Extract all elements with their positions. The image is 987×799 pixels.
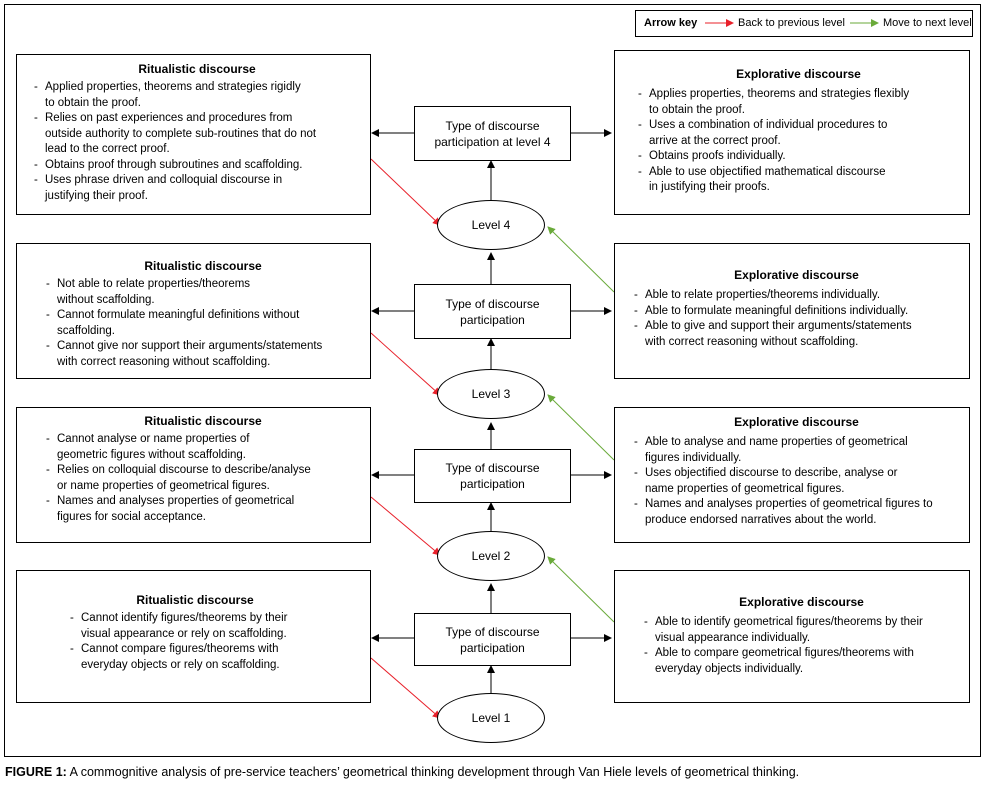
ritualistic-title: Ritualistic discourse [144,414,262,428]
ritualistic-items: Applied properties, theorems and strateg… [34,80,360,204]
figure-frame [4,4,981,757]
list-item: Uses objectified discourse to describe, … [634,466,959,497]
list-item: Able to relate properties/theorems indiv… [634,288,959,304]
explorative-items: Able to relate properties/theorems indiv… [634,288,959,350]
explorative-title: Explorative discourse [736,67,861,81]
explorative-title: Explorative discourse [734,268,859,282]
list-item: Relies on colloquial discourse to descri… [46,463,360,494]
list-item: Able to identify geometrical figures/the… [644,615,959,646]
explorative-items: Able to analyse and name properties of g… [634,435,959,528]
list-item: Applied properties, theorems and strateg… [34,80,360,111]
list-item: Obtains proof through subroutines and sc… [34,158,360,174]
list-item: Cannot give nor support their arguments/… [46,339,360,370]
list-item: Able to compare geometrical figures/theo… [644,646,959,677]
ritualistic-box-level-1: Ritualistic discourse Cannot identify fi… [16,570,371,703]
explorative-box-level-1: Explorative discourse Able to identify g… [614,570,970,703]
list-item: Uses a combination of individual procedu… [638,118,959,149]
caption-text: A commognitive analysis of pre-service t… [69,765,800,779]
arrow-key-next-label: Move to next level [883,17,972,29]
list-item: Cannot formulate meaningful definitions … [46,308,360,339]
explorative-title: Explorative discourse [739,595,864,609]
ritualistic-items: Not able to relate properties/theoremswi… [46,277,360,370]
list-item: Able to use objectified mathematical dis… [638,165,959,196]
list-item: Able to formulate meaningful definitions… [634,304,959,320]
ritualistic-title: Ritualistic discourse [136,593,254,607]
caption-label: FIGURE 1: [5,765,67,779]
list-item: Names and analyses properties of geometr… [634,497,959,528]
explorative-items: Able to identify geometrical figures/the… [644,615,959,677]
level-3-node: Level 3 [437,369,545,419]
list-item: Names and analyses properties of geometr… [46,494,360,525]
arrow-key-back-label: Back to previous level [738,17,845,29]
ritualistic-title: Ritualistic discourse [144,259,262,273]
ritualistic-box-level-4: Ritualistic discourse Applied properties… [16,54,371,215]
list-item: Not able to relate properties/theoremswi… [46,277,360,308]
level-2-node: Level 2 [437,531,545,581]
list-item: Cannot compare figures/theorems withever… [70,642,360,673]
list-item: Uses phrase driven and colloquial discou… [34,173,360,204]
list-item: Obtains proofs individually. [638,149,959,165]
explorative-items: Applies properties, theorems and strateg… [638,87,959,196]
explorative-box-level-2: Explorative discourse Able to analyse an… [614,407,970,543]
explorative-box-level-4: Explorative discourse Applies properties… [614,50,970,215]
ritualistic-title: Ritualistic discourse [138,62,256,76]
explorative-title: Explorative discourse [734,415,859,429]
ritualistic-box-level-3: Ritualistic discourse Not able to relate… [16,243,371,379]
list-item: Able to analyse and name properties of g… [634,435,959,466]
list-item: Able to give and support their arguments… [634,319,959,350]
list-item: Relies on past experiences and procedure… [34,111,360,158]
explorative-box-level-3: Explorative discourse Able to relate pro… [614,243,970,379]
level-1-node: Level 1 [437,693,545,743]
ritualistic-box-level-2: Ritualistic discourse Cannot analyse or … [16,407,371,543]
ritualistic-items: Cannot analyse or name properties ofgeom… [46,432,360,525]
list-item: Cannot identify figures/theorems by thei… [70,611,360,642]
list-item: Cannot analyse or name properties ofgeom… [46,432,360,463]
arrow-key-legend: Arrow key Back to previous level Move to… [635,10,973,37]
list-item: Applies properties, theorems and strateg… [638,87,959,118]
ritualistic-items: Cannot identify figures/theorems by thei… [70,611,360,673]
arrow-key-title: Arrow key [644,17,698,29]
figure-caption: FIGURE 1: A commognitive analysis of pre… [5,765,799,779]
level-4-node: Level 4 [437,200,545,250]
